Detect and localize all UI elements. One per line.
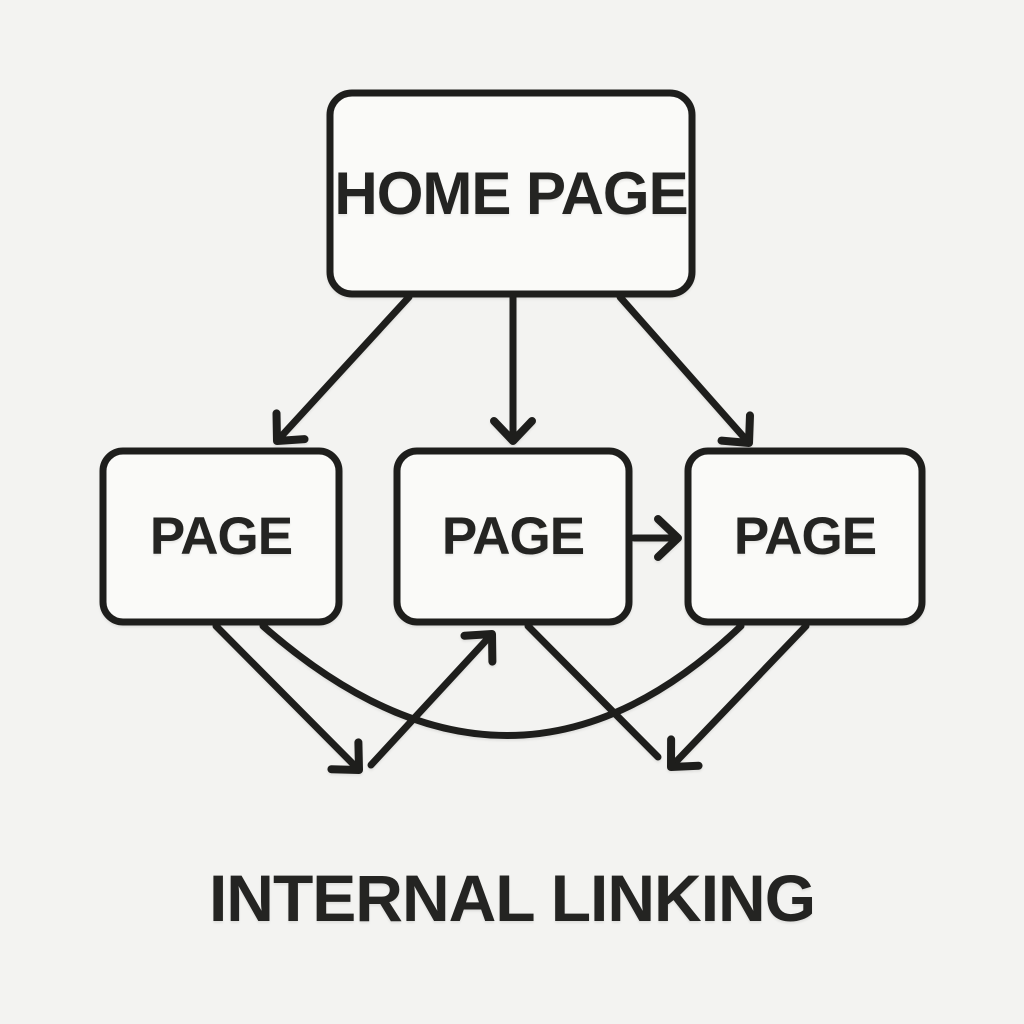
diagram-caption: INTERNAL LINKING	[208, 861, 816, 935]
node-home-page	[326, 89, 696, 298]
node-page-right	[684, 447, 926, 626]
node-page-left	[99, 447, 343, 626]
edge-page-right-down	[667, 622, 810, 771]
node-page-center	[393, 447, 633, 626]
edge-home-to-page-right	[616, 293, 754, 447]
edge-page-left-down	[212, 622, 363, 774]
edge-home-to-page-left	[272, 293, 413, 445]
edge-arc-page-left-to-page-right	[259, 622, 745, 739]
edge-page-center-down	[524, 622, 662, 761]
edge-up-into-page-center	[367, 630, 497, 769]
